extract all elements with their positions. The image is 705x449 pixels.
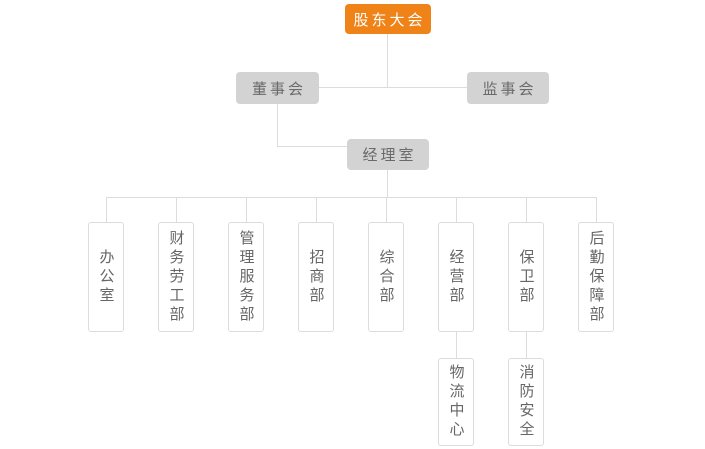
connector-dept-drop [246,197,247,222]
sub-department-label: 消防安全 [517,364,536,440]
connector-root-down [387,34,388,87]
connector-dept-drop [456,197,457,222]
connector-dept-drop [106,197,107,222]
node-department: 招商部 [298,222,334,332]
node-department: 财务劳工部 [158,222,194,332]
node-department: 办公室 [88,222,124,332]
node-supervisory-board: 监事会 [467,72,549,104]
department-label: 后勤保障部 [587,229,606,325]
node-manager-office: 经理室 [347,139,429,170]
node-department: 综合部 [368,222,404,332]
sub-department-label: 物流中心 [447,364,466,440]
department-label: 办公室 [97,248,116,306]
connector-dept-bus [106,197,597,198]
node-sub-department: 消防安全 [508,358,544,446]
connector-dept-drop [386,197,387,222]
node-shareholders-meeting: 股东大会 [345,4,431,34]
connector-dept-drop [316,197,317,222]
connector-level2-horizontal [319,87,467,88]
department-label: 综合部 [377,248,396,306]
node-department: 管理服务部 [228,222,264,332]
node-sub-department: 物流中心 [438,358,474,446]
department-label: 保卫部 [517,248,536,306]
node-board-of-directors: 董事会 [236,72,319,104]
department-label: 管理服务部 [237,229,256,325]
connector-subdept-drop [456,332,457,358]
connector-board-down [277,104,278,146]
node-department: 经营部 [438,222,474,332]
connector-subdept-drop [526,332,527,358]
connector-manager-down [387,170,388,197]
connector-dept-drop [596,197,597,222]
department-label: 经营部 [447,248,466,306]
connector-dept-drop [176,197,177,222]
department-label: 财务劳工部 [167,229,186,325]
connector-board-to-manager [277,146,347,147]
connector-dept-drop [526,197,527,222]
department-label: 招商部 [307,248,326,306]
node-department: 保卫部 [508,222,544,332]
node-department: 后勤保障部 [578,222,614,332]
